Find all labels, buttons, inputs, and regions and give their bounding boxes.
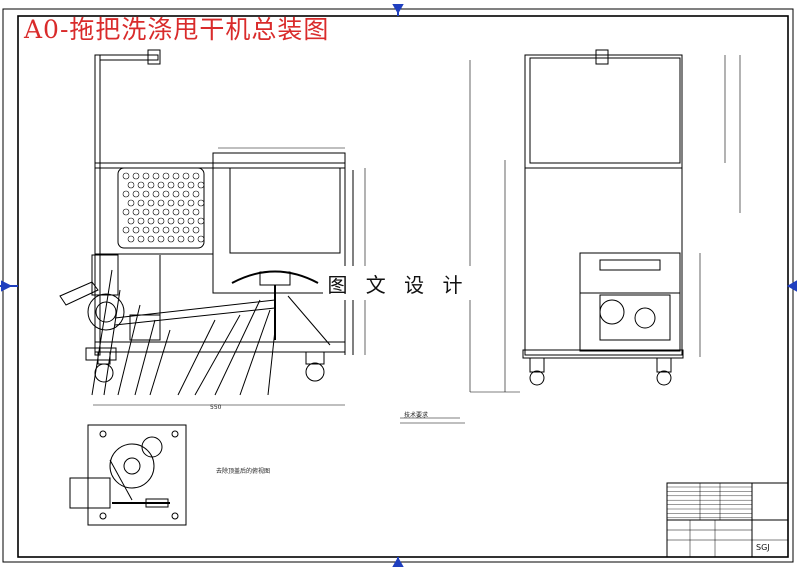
perforation-hole (177, 199, 185, 207)
perforation-hole (167, 199, 175, 207)
perforation-hole (137, 181, 145, 189)
perforation-hole (142, 208, 150, 216)
perforation-hole (157, 199, 165, 207)
perforation-hole (142, 226, 150, 234)
title-block-rows (667, 486, 752, 518)
perforation-hole (187, 235, 195, 243)
perforation-hole (147, 217, 155, 225)
perforation-hole (182, 190, 190, 198)
perforation-hole (127, 181, 135, 189)
perforation-hole (147, 199, 155, 207)
perforation-hole (177, 235, 185, 243)
perforation-hole (167, 217, 175, 225)
perforation-hole (137, 217, 145, 225)
perforation-hole (132, 226, 140, 234)
perforation-hole (122, 208, 130, 216)
perforation-hole (192, 172, 200, 180)
perforation-hole (142, 190, 150, 198)
perforation-hole (122, 172, 130, 180)
perforation-hole (187, 217, 195, 225)
side-view (469, 49, 741, 393)
perforation-hole (132, 172, 140, 180)
perforation-hole (172, 226, 180, 234)
perforation-hole (182, 172, 190, 180)
perforation-hole (192, 190, 200, 198)
perforation-hole (142, 172, 150, 180)
title-block (666, 482, 789, 558)
perforation-hole (132, 190, 140, 198)
detail-note: 去除顶盖后的俯视图 (216, 468, 271, 475)
perforation-hole (187, 199, 195, 207)
perforation-hole (127, 199, 135, 207)
perforation-hole (147, 235, 155, 243)
perforation-hole (147, 181, 155, 189)
perforation-hole (197, 181, 205, 189)
title-block-code: SGJ (756, 543, 770, 552)
perforation-hole (132, 208, 140, 216)
perforation-hole (157, 235, 165, 243)
basket-perforation (122, 172, 205, 243)
centering-marks (0, 4, 797, 567)
perforation-hole (162, 226, 170, 234)
perforation-hole (162, 208, 170, 216)
perforation-hole (182, 226, 190, 234)
tech-note: 技术要求 (404, 412, 429, 419)
perforation-hole (177, 217, 185, 225)
perforation-hole (137, 199, 145, 207)
perforation-hole (127, 217, 135, 225)
perforation-hole (167, 235, 175, 243)
perforation-hole (152, 190, 160, 198)
perforation-hole (197, 199, 205, 207)
perforation-hole (182, 208, 190, 216)
perforation-hole (197, 235, 205, 243)
dimension-note: 550 (210, 404, 222, 411)
perforation-hole (167, 181, 175, 189)
perforation-hole (157, 217, 165, 225)
detail-top-view (69, 424, 187, 526)
drawing-title: A0-拖把洗涤甩干机总装图 (24, 15, 330, 44)
tech-note-lines (400, 417, 465, 424)
watermark: 图 文 设 计 (323, 266, 473, 300)
perforation-hole (187, 181, 195, 189)
perforation-hole (152, 172, 160, 180)
perforation-hole (197, 217, 205, 225)
perforation-hole (162, 172, 170, 180)
perforation-hole (152, 226, 160, 234)
perforation-hole (162, 190, 170, 198)
front-view (59, 49, 366, 406)
perforation-hole (192, 208, 200, 216)
perforation-hole (192, 226, 200, 234)
perforation-hole (152, 208, 160, 216)
perforation-hole (122, 226, 130, 234)
perforation-hole (177, 181, 185, 189)
perforation-hole (172, 208, 180, 216)
perforation-hole (172, 190, 180, 198)
perforation-hole (127, 235, 135, 243)
perforation-hole (157, 181, 165, 189)
perforation-hole (137, 235, 145, 243)
perforation-hole (172, 172, 180, 180)
perforation-hole (122, 190, 130, 198)
